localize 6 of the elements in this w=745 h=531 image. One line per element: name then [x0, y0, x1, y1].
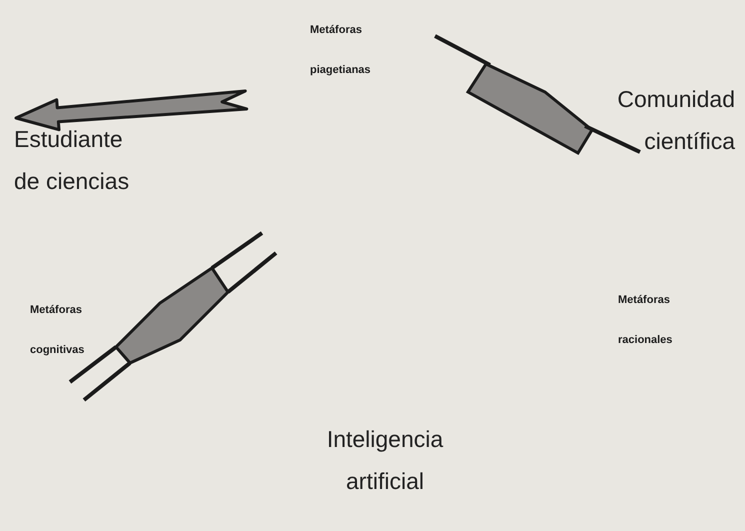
metaphor-label: Metáforas piagetianas [310, 23, 372, 78]
metaphor-label: Metáforas racionales [618, 293, 674, 348]
metaphor-label: Metáforas cognitivas [30, 303, 86, 358]
node-label: Inteligencia artificial [326, 425, 444, 496]
node-label: Estudiante de ciencias [14, 125, 130, 196]
node-label: Comunidad científica [616, 85, 735, 156]
